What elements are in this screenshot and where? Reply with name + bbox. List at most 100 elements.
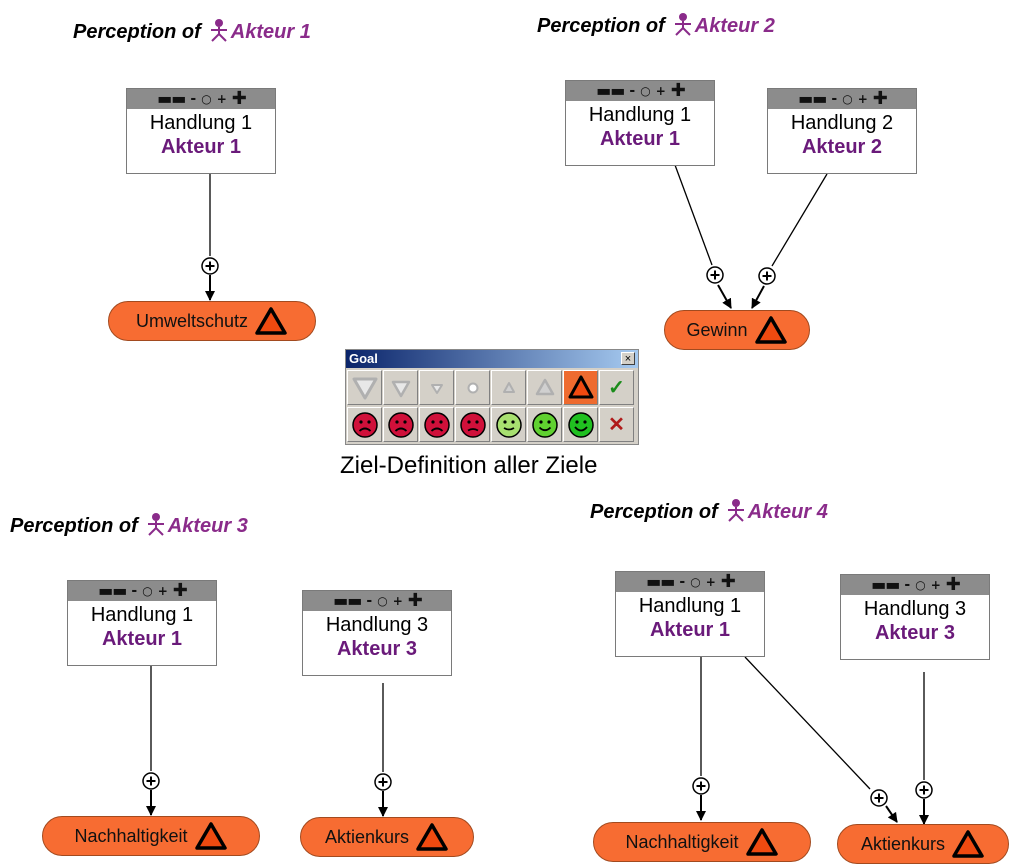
smile-face-icon [531, 411, 558, 438]
weight-slightly-bad[interactable] [419, 407, 454, 442]
scale-very-negative[interactable]: ▬▬ [871, 575, 900, 594]
scale-very-positive[interactable]: ✚ [720, 572, 736, 592]
action-node-handlung-3[interactable]: ▬▬ - ○ + ✚ Handlung 3 Akteur 3 [840, 574, 990, 660]
scale-positive[interactable]: + [157, 584, 168, 598]
goal-definition-dialog[interactable]: Goal × ✓ ✕ [345, 349, 639, 445]
scale-negative[interactable]: - [831, 91, 838, 107]
scale-neutral[interactable]: ○ [640, 84, 651, 98]
actor-icon [673, 12, 693, 42]
goal-node-aktienkurs[interactable]: Aktienkurs [300, 817, 474, 857]
actor-icon [726, 498, 746, 528]
action-node-handlung-2[interactable]: ▬▬ - ○ + ✚ Handlung 2 Akteur 2 [767, 88, 917, 174]
scale-negative[interactable]: - [679, 574, 686, 590]
weight-good[interactable] [527, 407, 562, 442]
weight-very-bad[interactable] [347, 407, 382, 442]
scale-very-negative[interactable]: ▬▬ [798, 89, 827, 108]
weight-very-good[interactable] [563, 407, 598, 442]
rating-scale[interactable]: ▬▬ - ○ + ✚ [303, 591, 451, 611]
scale-negative[interactable]: - [904, 577, 911, 593]
scale-positive[interactable]: + [705, 575, 716, 589]
action-node-handlung-1[interactable]: ▬▬ - ○ + ✚ Handlung 1 Akteur 1 [67, 580, 217, 666]
scale-neutral[interactable]: ○ [377, 594, 388, 608]
scale-very-negative[interactable]: ▬▬ [333, 591, 362, 610]
actor-icon [209, 18, 229, 48]
weight-slightly-good[interactable] [491, 407, 526, 442]
rating-scale[interactable]: ▬▬ - ○ + ✚ [68, 581, 216, 601]
triangle-down-large-icon [352, 377, 377, 399]
plus-node-icon [201, 257, 219, 275]
scale-very-positive[interactable]: ✚ [945, 575, 961, 595]
goal-node-nachhaltigkeit[interactable]: Nachhaltigkeit [593, 822, 811, 862]
goal-label: Nachhaltigkeit [625, 831, 739, 852]
action-node-handlung-1[interactable]: ▬▬ - ○ + ✚ Handlung 1 Akteur 1 [615, 571, 765, 657]
scale-negative[interactable]: - [190, 91, 197, 107]
goal-triangle-icon [194, 822, 227, 850]
scale-positive[interactable]: + [857, 92, 868, 106]
goal-level-neutral[interactable] [455, 370, 490, 405]
dialog-titlebar[interactable]: Goal × [346, 350, 638, 368]
scale-very-positive[interactable]: ✚ [670, 81, 686, 101]
scale-very-negative[interactable]: ▬▬ [157, 89, 186, 108]
actor-name: Akteur 1 [230, 21, 311, 43]
scale-very-negative[interactable]: ▬▬ [646, 572, 675, 591]
cancel-button[interactable]: ✕ [599, 407, 634, 442]
goal-level-slight-decrease[interactable] [419, 370, 454, 405]
goal-label: Umweltschutz [135, 310, 249, 331]
scale-positive[interactable]: + [655, 84, 666, 98]
action-node-handlung-3[interactable]: ▬▬ - ○ + ✚ Handlung 3 Akteur 3 [302, 590, 452, 676]
edge-p4-h1-aktienkurs-tail [885, 805, 898, 823]
rating-scale[interactable]: ▬▬ - ○ + ✚ [841, 575, 989, 595]
scale-neutral[interactable]: ○ [842, 92, 853, 106]
scale-very-negative[interactable]: ▬▬ [596, 81, 625, 100]
perception-prefix: Perception of [73, 21, 201, 43]
scale-negative[interactable]: - [629, 83, 636, 99]
scale-very-positive[interactable]: ✚ [872, 89, 888, 109]
weight-neutral-bad[interactable] [455, 407, 490, 442]
rating-scale[interactable]: ▬▬ - ○ + ✚ [127, 89, 275, 109]
scale-negative[interactable]: - [131, 583, 138, 599]
triangle-up-small-icon [502, 381, 515, 393]
scale-very-positive[interactable]: ✚ [231, 89, 247, 109]
goal-level-strong-decrease[interactable] [347, 370, 382, 405]
edge-p2-h2-gewinn [771, 173, 828, 267]
scale-very-positive[interactable]: ✚ [172, 581, 188, 601]
action-title: Handlung 1 [90, 604, 194, 626]
frown-face-icon [387, 411, 414, 438]
scale-positive[interactable]: + [392, 594, 403, 608]
goal-node-aktienkurs[interactable]: Aktienkurs [837, 824, 1009, 864]
goal-label: Aktienkurs [860, 833, 946, 854]
plus-node-icon [706, 266, 724, 284]
ok-button[interactable]: ✓ [599, 370, 634, 405]
frown-face-icon [459, 411, 486, 438]
goal-node-gewinn[interactable]: Gewinn [664, 310, 810, 350]
action-node-handlung-1[interactable]: ▬▬ - ○ + ✚ Handlung 1 Akteur 1 [565, 80, 715, 166]
close-icon[interactable]: × [621, 352, 635, 365]
plus-node-icon [915, 781, 933, 799]
scale-neutral[interactable]: ○ [201, 92, 212, 106]
rating-scale[interactable]: ▬▬ - ○ + ✚ [616, 572, 764, 592]
goal-level-slight-increase[interactable] [491, 370, 526, 405]
goal-level-strong-increase[interactable] [563, 370, 598, 405]
goal-level-increase[interactable] [527, 370, 562, 405]
scale-positive[interactable]: + [216, 92, 227, 106]
scale-neutral[interactable]: ○ [915, 578, 926, 592]
scale-very-negative[interactable]: ▬▬ [98, 581, 127, 600]
action-owner: Akteur 3 [874, 622, 956, 644]
scale-neutral[interactable]: ○ [142, 584, 153, 598]
scale-negative[interactable]: - [366, 593, 373, 609]
weight-bad[interactable] [383, 407, 418, 442]
rating-scale[interactable]: ▬▬ - ○ + ✚ [768, 89, 916, 109]
goal-node-nachhaltigkeit[interactable]: Nachhaltigkeit [42, 816, 260, 856]
triangle-down-medium-icon [391, 380, 410, 397]
goal-level-decrease[interactable] [383, 370, 418, 405]
goal-dialog-caption: Ziel-Definition aller Ziele [340, 452, 598, 479]
goal-node-umweltschutz[interactable]: Umweltschutz [108, 301, 316, 341]
rating-scale[interactable]: ▬▬ - ○ + ✚ [566, 81, 714, 101]
action-node-handlung-1[interactable]: ▬▬ - ○ + ✚ Handlung 1 Akteur 1 [126, 88, 276, 174]
scale-very-positive[interactable]: ✚ [407, 591, 423, 611]
frown-face-icon [351, 411, 378, 438]
scale-neutral[interactable]: ○ [690, 575, 701, 589]
goal-triangle-icon [416, 823, 448, 851]
scale-positive[interactable]: + [930, 578, 941, 592]
